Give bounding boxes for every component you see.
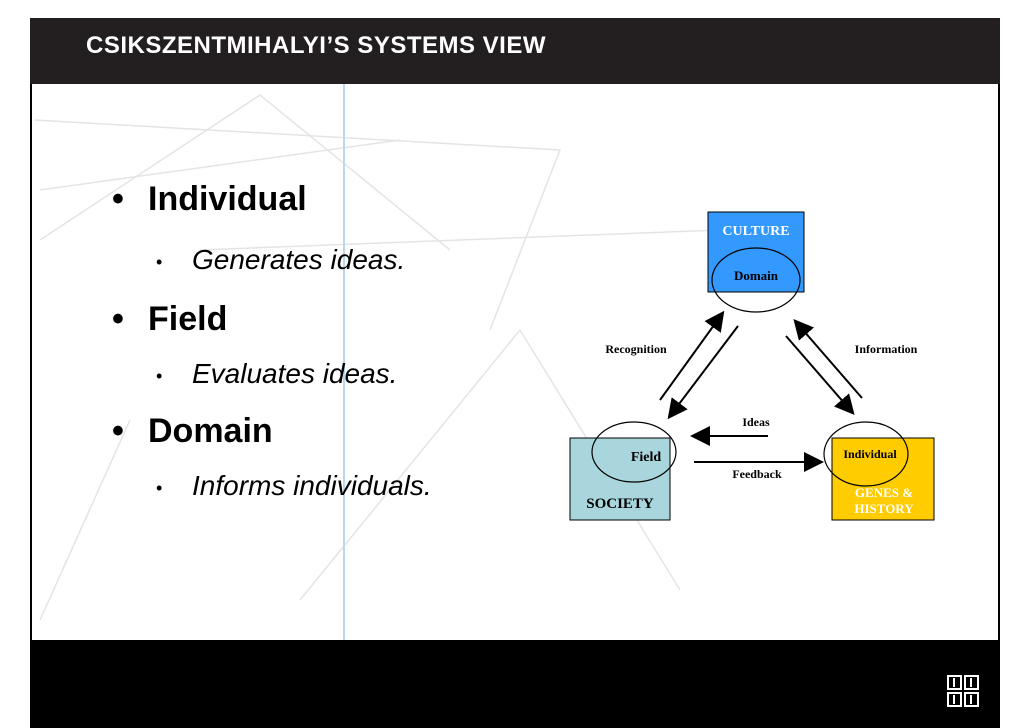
field-ellipse [591,421,677,483]
bullet-sub-field: Evaluates ideas. [192,358,398,389]
slide-footer-bar [30,640,1000,728]
individual-ellipse [823,421,909,487]
slide-title: CSIKSZENTMIHALYI’S SYSTEMS VIEW [86,32,547,59]
frame-left-border [30,84,32,640]
bullet-dot: • [112,300,124,338]
bullet-dot: • [112,412,124,450]
culture-label: CULTURE [722,224,789,239]
sub-bullet-dot: • [156,252,163,272]
culture-box [707,211,805,293]
recognition-label: Recognition [605,342,667,356]
domain-ellipse [711,247,801,313]
feedback-label: Feedback [732,467,782,481]
bullet-sub-domain: Informs individuals. [192,470,432,501]
domain-label: Domain [734,268,779,283]
arrow-domain-to-individual [785,335,855,416]
history-label: HISTORY [854,501,914,516]
bullet-heading-field: Field [148,300,228,338]
bullet-sub-individual: Generates ideas. [192,244,406,275]
genes-label: GENES & [855,485,913,500]
dttl-logo-icon [946,674,980,708]
individual-label: Individual [843,447,897,461]
genes-history-box [831,437,935,521]
slide-header-bar [30,18,1000,84]
bullet-heading-domain: Domain [148,412,273,450]
frame-right-border [998,84,1000,640]
sub-bullet-dot: • [156,366,163,386]
bullet-heading-individual: Individual [148,180,307,218]
ideas-label: Ideas [742,415,770,429]
arrow-field-to-domain [659,310,725,401]
arrow-domain-to-field [667,325,739,420]
information-label: Information [855,342,918,356]
field-label: Field [631,450,662,465]
bullet-dot: • [112,180,124,218]
sub-bullet-dot: • [156,478,163,498]
society-label: SOCIETY [586,496,654,512]
arrow-individual-to-domain [793,318,863,399]
